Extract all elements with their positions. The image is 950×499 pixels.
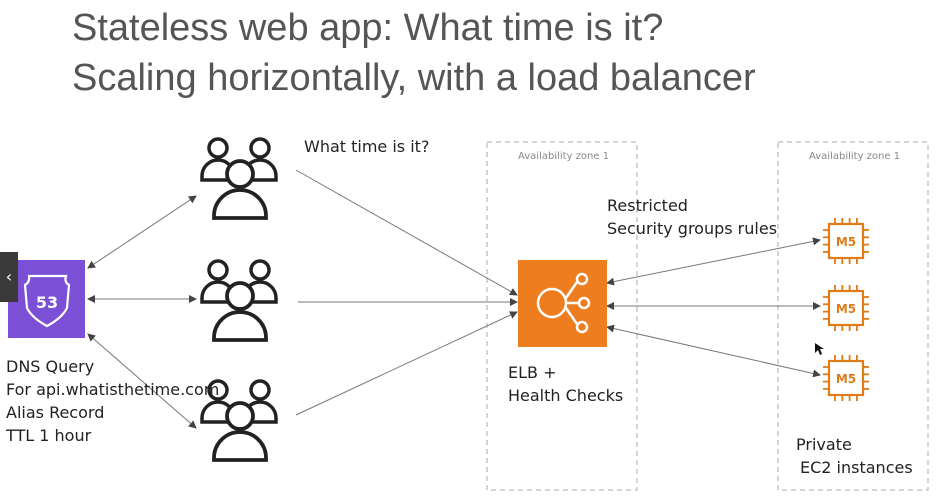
arrow-elb-instance3	[606, 324, 821, 378]
arrow-elb-instance1	[606, 237, 821, 286]
dns-line-2: For api.whatisthetime.com	[6, 380, 220, 399]
availability-zone-1-box	[486, 141, 638, 491]
ec2-line-1: Private	[796, 435, 852, 454]
collapse-panel-tab[interactable]: ‹	[0, 252, 18, 302]
availability-zone-1-label: Availability zone 1	[518, 151, 610, 162]
users-group-2	[200, 259, 278, 342]
ec2-instance-2: M5	[823, 285, 869, 331]
instance-type-label: M5	[836, 302, 856, 316]
mouse-cursor-icon	[815, 343, 824, 355]
dns-line-4: TTL 1 hour	[6, 426, 92, 445]
ec2-instance-1: M5	[823, 218, 869, 264]
availability-zone-2-box	[777, 141, 929, 491]
title-line-2: Scaling horizontally, with a load balanc…	[72, 57, 756, 99]
arrow-user1-elb	[295, 169, 518, 296]
elb-line-2: Health Checks	[508, 386, 624, 405]
security-line-2: Security groups rules	[607, 219, 778, 238]
route53-icon: 53	[8, 260, 85, 338]
availability-zone-2-label: Availability zone 1	[809, 151, 901, 162]
dns-line-1: DNS Query	[6, 357, 95, 376]
ec2-instance-3: M5	[823, 355, 869, 401]
arrow-user3-elb	[295, 311, 518, 416]
dns-line-3: Alias Record	[6, 403, 105, 422]
elb-icon	[518, 260, 607, 347]
elb-line-1: ELB +	[508, 363, 557, 382]
security-line-1: Restricted	[607, 196, 688, 215]
route53-number: 53	[36, 293, 58, 312]
arrow-r53-user3	[87, 333, 197, 429]
arrow-r53-user1	[87, 195, 197, 269]
instance-type-label: M5	[836, 372, 856, 386]
question-label: What time is it?	[304, 137, 430, 156]
instance-type-label: M5	[836, 235, 856, 249]
users-group-1	[200, 137, 278, 220]
users-group-3	[200, 379, 278, 462]
title-line-1: Stateless web app: What time is it?	[72, 7, 664, 49]
ec2-line-2: EC2 instances	[800, 458, 913, 477]
